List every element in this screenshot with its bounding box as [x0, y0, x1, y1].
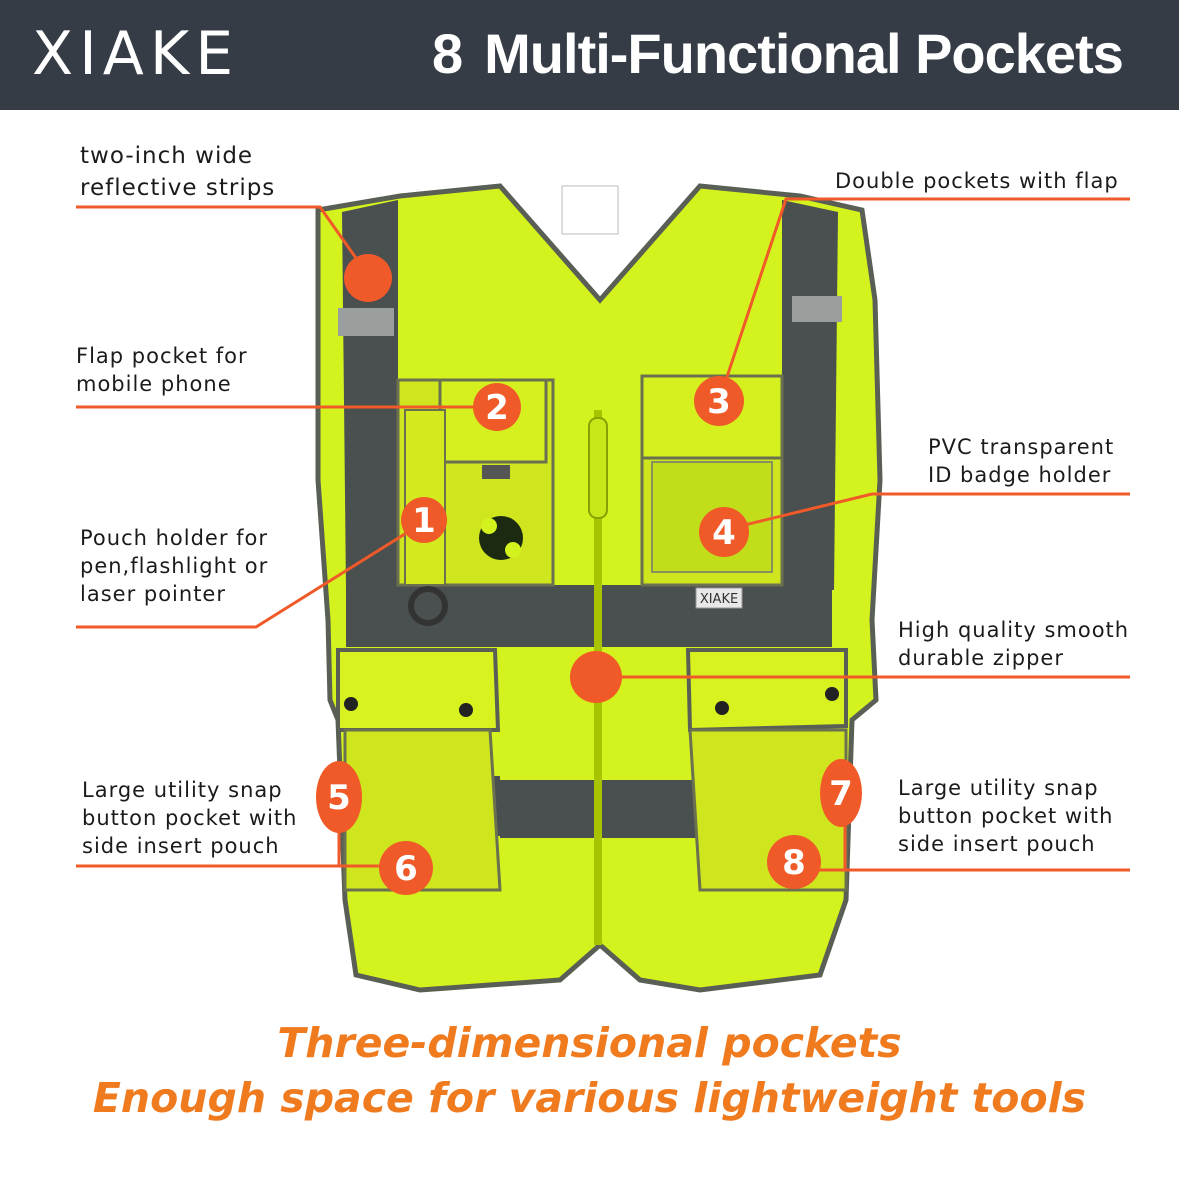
badge-6: 6 — [379, 841, 433, 895]
svg-text:8: 8 — [782, 843, 806, 883]
badge-4: 4 — [699, 507, 749, 557]
callout-pvc-holder: PVC transparent ID badge holder — [928, 435, 1115, 487]
reflective-strip-dot — [344, 254, 392, 302]
svg-text:3: 3 — [707, 382, 731, 422]
brand-logo: XIAKE — [32, 19, 240, 89]
callout-right-utility: Large utility snap button pocket with si… — [898, 776, 1114, 856]
svg-text:7: 7 — [829, 774, 853, 814]
badge-5: 5 — [316, 761, 362, 833]
header-bar: XIAKE 8 Multi-Functional Pockets — [0, 0, 1179, 110]
svg-text:2: 2 — [485, 388, 509, 428]
svg-text:4: 4 — [712, 513, 736, 553]
logo-patch-icon — [479, 516, 523, 560]
callout-reflective-strips: two-inch wide reflective strips — [80, 143, 276, 201]
callout-double-pockets: Double pockets with flap — [835, 169, 1119, 193]
svg-text:6: 6 — [394, 849, 418, 889]
title-text: Multi-Functional Pockets — [484, 22, 1124, 85]
callout-left-utility: Large utility snap button pocket with si… — [82, 778, 298, 858]
callout-pouch-holder: Pouch holder for pen,flashlight or laser… — [80, 526, 269, 606]
zipper-dot — [570, 651, 622, 703]
badge-7: 7 — [820, 759, 862, 827]
page-title: 8 Multi-Functional Pockets — [432, 18, 1124, 90]
badge-1: 1 — [401, 497, 447, 543]
badge-3: 3 — [694, 376, 744, 426]
badge-8: 8 — [767, 835, 821, 889]
callout-flap-pocket: Flap pocket for mobile phone — [76, 344, 248, 396]
badge-2: 2 — [473, 383, 521, 431]
svg-text:1: 1 — [412, 501, 436, 541]
footer-line-2: Enough space for various lightweight too… — [92, 1074, 1087, 1122]
callout-zipper: High quality smooth durable zipper — [898, 618, 1130, 670]
callout-lines — [76, 197, 1130, 872]
title-number: 8 — [432, 22, 463, 85]
vest-tag: XIAKE — [700, 592, 738, 607]
footer-line-1: Three-dimensional pockets — [277, 1019, 902, 1067]
svg-text:5: 5 — [327, 778, 351, 818]
